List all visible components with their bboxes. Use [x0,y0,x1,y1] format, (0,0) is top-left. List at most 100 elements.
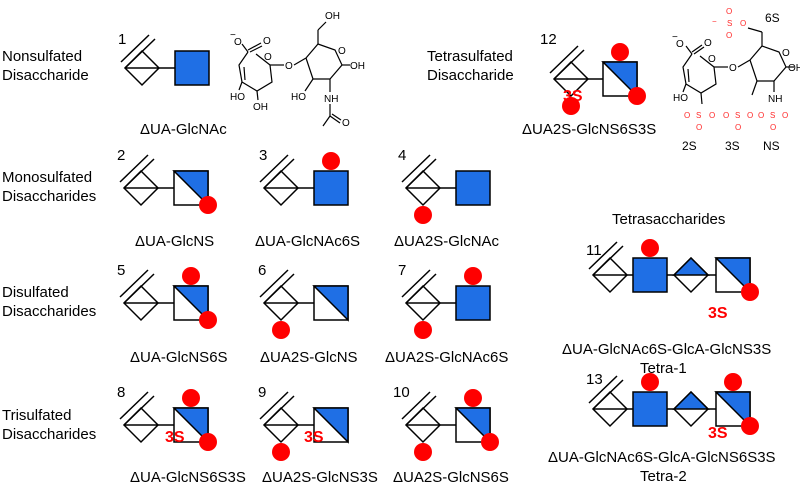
tetrasaccharides-title: Tetrasaccharides [612,211,725,228]
bond [700,92,703,105]
compound-number: 10 [393,384,410,401]
compound-number: 12 [540,31,557,48]
compound-number: 3 [259,147,267,164]
sulfate-atom: S [727,19,732,28]
compound-number: 1 [118,31,126,48]
glcns-symbol [172,285,209,322]
unsaturation-mark [588,241,618,270]
bond [751,80,758,96]
unsaturation-mark [588,375,618,404]
sulfate-atom: O [723,111,729,120]
sulfate-atom: S [696,111,701,120]
sulfate-3s-label: 3S [165,429,185,446]
sulfate-dot-2s [414,443,432,461]
sulfate-atom: O [735,123,741,132]
atom-label: O [676,39,684,50]
row-title-nonsulfated-2: Disaccharide [2,67,89,84]
atom-label: − [230,30,236,41]
bond [322,115,331,127]
unsaturation-mark [405,273,437,304]
sulfate-atom: O [747,111,753,120]
sulfate-dot-6s [182,389,200,407]
unsaturation-mark [263,273,295,304]
compound-name: ΔUA2S-GlcNAc6S [385,349,508,366]
atom-label: O [264,52,272,63]
bond [737,59,751,68]
atom-label: O [263,36,271,47]
glcns-symbol [714,257,751,294]
tetrasulfated-sulfate-groups: S O O O − S O O O S O O O S O O O [684,7,788,132]
sulfate-dot-2s [272,321,290,339]
row-title-trisulfated-1: Trisulfated [2,407,71,424]
unsaturation-mark [553,49,585,80]
unsaturation-mark [405,395,437,426]
sulfate-dot-6s [641,373,659,391]
unsaturation-mark [405,158,437,189]
glcns-symbol [454,407,491,444]
row-title-tetrasulfated-1: Tetrasulfated [427,48,513,65]
sulfate-3s-label: 3S [708,425,728,442]
unsaturation-mark [549,45,579,74]
compound-number: 6 [258,262,266,279]
bond [329,115,341,124]
compound-number: 4 [398,147,406,164]
sulfate-atom: S [735,111,740,120]
glcnac-symbol [313,170,349,206]
unsaturation-mark [259,154,289,183]
sulfate-dot-ns [199,196,217,214]
sulfate-atom: − [712,17,717,26]
bond [238,81,243,91]
row-title-monosulfated-2: Disaccharides [2,188,96,205]
bond [247,42,262,51]
bond [691,44,703,53]
glca-symbol [672,256,710,276]
sulfate-position-label: 3S [725,139,740,153]
atom-label: OH [253,102,268,113]
sulfate-atom: O [726,31,732,40]
bond [749,45,787,82]
sulfate-dot-6s [464,389,482,407]
unsaturation-mark [263,395,295,426]
sulfate-3s-label: 3S [708,305,728,322]
compound-name: ΔUA2S-GlcNS [260,349,358,366]
glcns-symbol [172,170,209,207]
bond [243,66,246,81]
sulfate-dot-ns [199,311,217,329]
glcns-symbol [312,407,349,444]
atom-label: OH [325,11,340,22]
compound-number: 9 [258,384,266,401]
compound-name: ΔUA-GlcNAc [140,121,227,138]
glca-symbol [672,390,710,410]
sulfate-dot-6s [322,152,340,170]
unsaturation-mark [123,273,155,304]
bond [685,45,693,55]
atom-label: HO [230,92,245,103]
sulfate-atom: S [770,111,775,120]
unsaturation-mark [401,269,431,298]
atom-label: NH [768,94,782,105]
sulfate-dot-6s [464,267,482,285]
sulfate-position-label: NS [763,139,780,153]
compound-name: ΔUA2S-GlcNS6S [393,469,509,486]
sulfate-position-label: 6S [765,11,780,25]
glcnac-symbol [174,50,210,86]
sulfate-position-label: 2S [682,139,697,153]
bond [693,46,705,55]
atom-label: OH [788,63,800,74]
atom-label: O [708,54,716,65]
unsaturation-mark [120,34,150,63]
unsaturation-mark [119,269,149,298]
sulfate-dot-2s [414,206,432,224]
atom-label: − [672,32,678,43]
nonsulfated-atom-labels: O − O O O HO OH OH O OH HO NH O [230,11,365,129]
unsaturation-mark [124,38,156,69]
compound-name: ΔUA-GlcNS6S3S [130,469,246,486]
sulfate-3s-label: 3S [563,88,583,105]
sulfate-dot-2s [414,321,432,339]
compound-number: 8 [117,384,125,401]
atom-label: O [285,61,293,72]
row-title-disulfated-2: Disaccharides [2,303,96,320]
bond [304,78,314,92]
sulfate-dot-ns [741,283,759,301]
